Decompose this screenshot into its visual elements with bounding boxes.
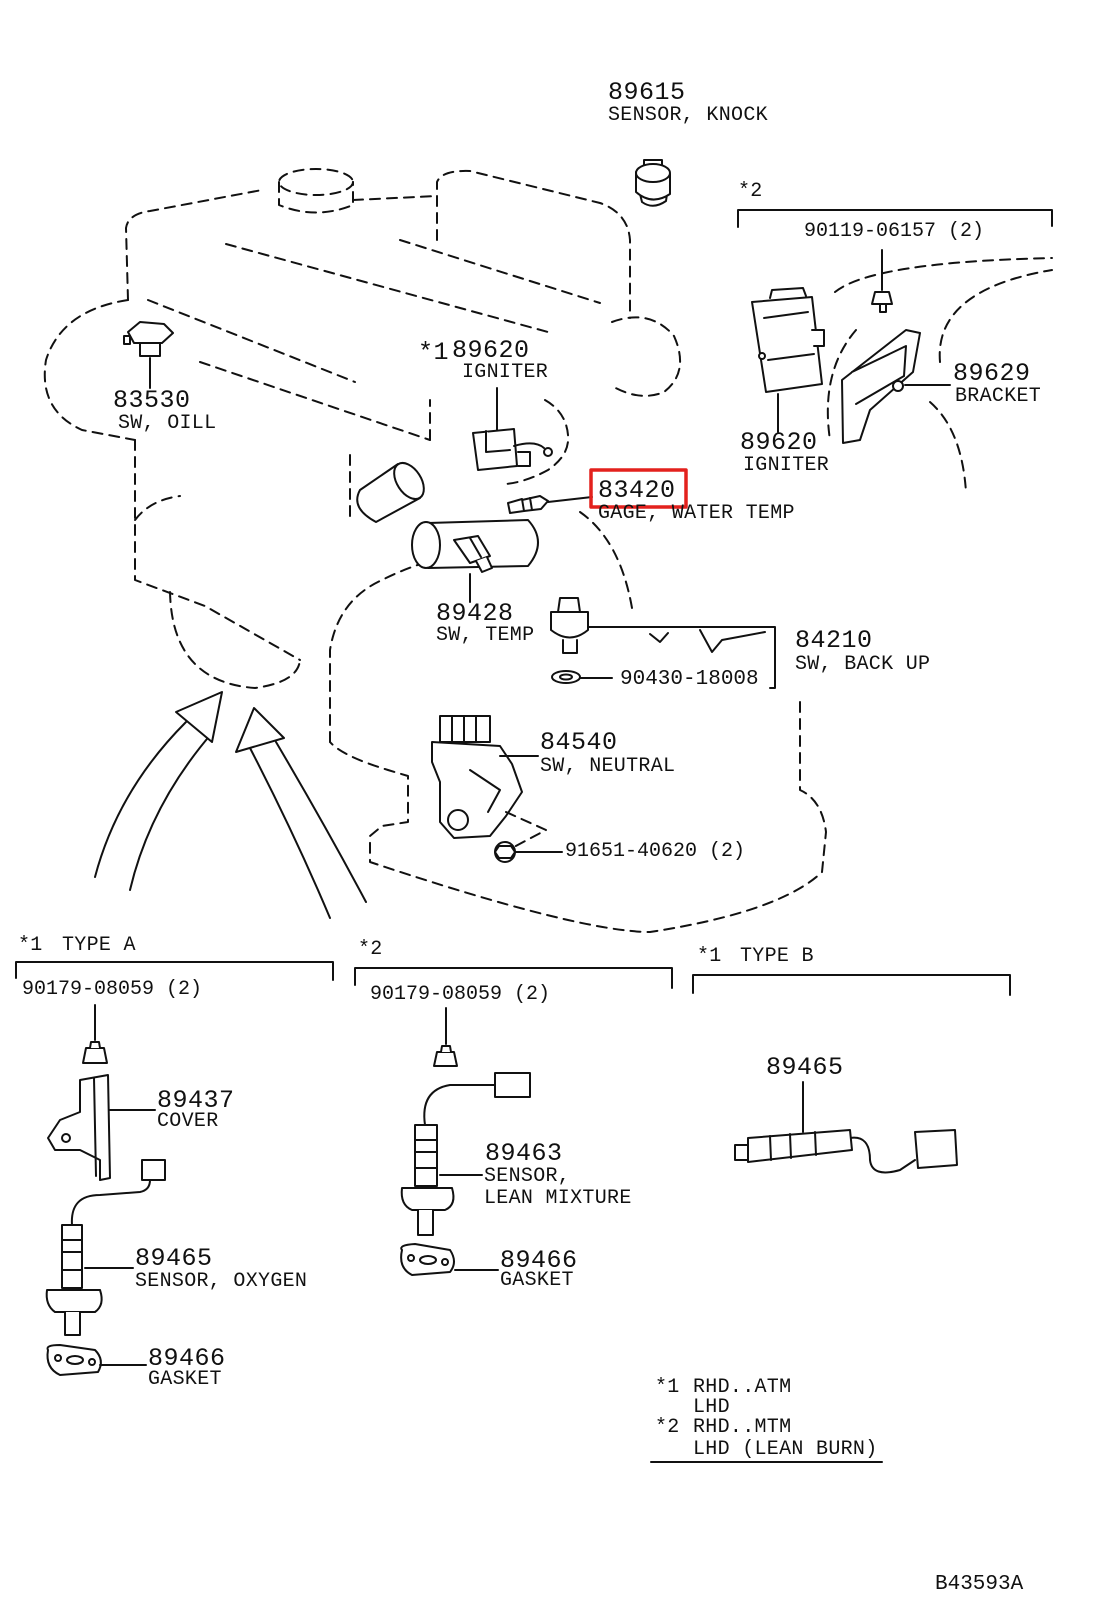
type-b-oxygen-sensor-part-number: 89465 [766, 1053, 844, 1082]
type-a-group-mark: *1 [18, 934, 43, 957]
type-a-oxygen-sensor-name: SENSOR, OXYGEN [135, 1270, 308, 1293]
backup-switch-drawing [550, 597, 589, 654]
engine-outline [43, 168, 1053, 933]
neutral-switch-drawing [431, 715, 523, 839]
igniter-type2-name: IGNITER [743, 454, 830, 477]
star2-sensor-group-bracket [354, 967, 673, 989]
type-a-oxygen-sensor-part-number: 89465 [135, 1244, 213, 1273]
star2-group-mark: *2 [358, 938, 383, 961]
star2-gasket-part-number: 89466 [500, 1246, 578, 1275]
type-b-group-title: TYPE B [740, 945, 814, 968]
igniter-type1-mark: *1 [418, 338, 450, 367]
temp-switch-drawing [453, 535, 493, 573]
oil-switch-name: SW, OILL [118, 412, 217, 435]
star2-nut-drawing [433, 1045, 458, 1067]
legend-mark-2: *2 [655, 1416, 680, 1439]
cover-part-number: 89437 [157, 1086, 235, 1115]
type-a-gasket-part-number: 89466 [148, 1344, 226, 1373]
bracket-part-number: 89629 [953, 359, 1031, 388]
neutral-switch-bolt-part-number: 91651-40620 (2) [565, 840, 746, 863]
star2-igniter-group-mark: *2 [738, 180, 763, 203]
knock-sensor-drawing [635, 159, 671, 207]
gasket-star2-drawing [400, 1243, 455, 1276]
drawing-id: B43593A [935, 1573, 1024, 1596]
legend-mark-1: *1 [655, 1376, 680, 1399]
type-a-group-title: TYPE A [62, 934, 136, 957]
gasket-type-a-drawing [46, 1344, 102, 1376]
type-a-group-bracket [15, 961, 334, 981]
oxygen-sensor-type-a-drawing [45, 1159, 166, 1336]
water-temp-gage-leader [547, 496, 593, 503]
highlight-box [589, 468, 688, 509]
star2-gasket-name: GASKET [500, 1269, 574, 1292]
type-b-group-bracket [692, 974, 1011, 996]
knock-sensor-part-number: 89615 [608, 78, 686, 107]
igniter-type1-part-number: 89620 [452, 336, 530, 365]
bolt-90119-part-number: 90119-06157 (2) [804, 220, 985, 243]
knock-sensor-name: SENSOR, KNOCK [608, 104, 768, 127]
legend-text-1a: RHD..ATM [693, 1376, 792, 1399]
backup-switch-gasket-part-number: 90430-18008 [620, 668, 759, 691]
water-temp-gage-drawing [507, 495, 549, 514]
bracket-name: BRACKET [955, 385, 1042, 408]
oxygen-sensor-type-b-drawing [734, 1129, 958, 1174]
legend-text-2a: RHD..MTM [693, 1416, 792, 1439]
igniter-type2-drawing [751, 287, 825, 393]
lean-mixture-sensor-drawing [400, 1072, 531, 1236]
lean-sensor-part-number: 89463 [485, 1139, 563, 1168]
type-a-nut-drawing [82, 1041, 108, 1064]
water-temp-gage-name: GAGE, WATER TEMP [598, 502, 795, 525]
bracket-89629-drawing [841, 329, 921, 444]
star2-nut-part-number: 90179-08059 (2) [370, 983, 551, 1006]
legend-text-1b: LHD [693, 1396, 730, 1419]
backup-switch-part-number: 84210 [795, 626, 873, 655]
reference-arrow-left [94, 691, 223, 891]
neutral-switch-name: SW, NEUTRAL [540, 755, 676, 778]
temp-switch-part-number: 89428 [436, 599, 514, 628]
type-a-gasket-name: GASKET [148, 1368, 222, 1391]
igniter-type1-name: IGNITER [462, 361, 549, 384]
reference-arrow-right [235, 707, 367, 919]
igniter-type2-part-number: 89620 [740, 428, 818, 457]
oil-switch-drawing [123, 321, 174, 357]
cover-name: COVER [157, 1110, 219, 1133]
cover-89437-drawing [47, 1074, 111, 1181]
oil-switch-part-number: 83530 [113, 386, 191, 415]
lean-sensor-name-line2: LEAN MIXTURE [484, 1187, 632, 1210]
temp-switch-name: SW, TEMP [436, 624, 535, 647]
neutral-switch-bolt-path [505, 811, 547, 849]
igniter-type1-drawing [472, 428, 553, 471]
lean-sensor-name-line1: SENSOR, [484, 1165, 571, 1188]
bolt-90119-drawing [871, 291, 893, 313]
type-b-group-mark: *1 [697, 945, 722, 968]
backup-switch-leaders [579, 626, 776, 689]
backup-switch-name: SW, BACK UP [795, 653, 931, 676]
type-a-nut-part-number: 90179-08059 (2) [22, 978, 203, 1001]
legend-text-2b: LHD (LEAN BURN) [693, 1438, 878, 1461]
water-temp-gage-part-number: 83420 [598, 476, 676, 505]
washer-90430-drawing [551, 670, 581, 684]
bolt-91651-drawing [494, 841, 516, 863]
star2-igniter-group-bracket [737, 209, 1053, 228]
neutral-switch-part-number: 84540 [540, 728, 618, 757]
